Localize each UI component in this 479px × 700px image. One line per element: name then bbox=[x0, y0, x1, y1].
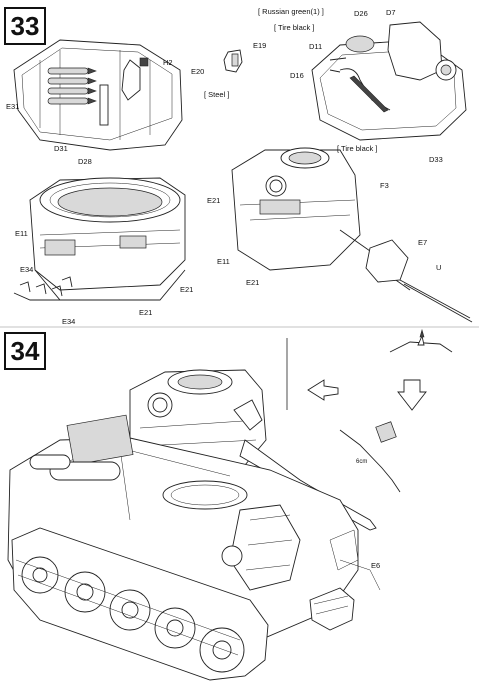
arrow-left bbox=[307, 379, 339, 401]
small-hooks-e34 bbox=[13, 276, 73, 301]
turret-ring-assembly bbox=[29, 177, 186, 301]
part-label-d11: D11 bbox=[309, 42, 323, 51]
tow-cable-lines bbox=[339, 559, 381, 591]
part-label-e34-b: E34 bbox=[62, 317, 76, 326]
part-label-e11-b: E11 bbox=[15, 229, 28, 238]
part-label-d31: D31 bbox=[54, 144, 68, 153]
part-label-d26: D26 bbox=[354, 9, 368, 18]
part-label-e20: E20 bbox=[191, 67, 205, 76]
step-number-34: 34 bbox=[4, 332, 46, 370]
part-label-e7: E7 bbox=[418, 238, 428, 247]
hull-cover-interior bbox=[13, 39, 183, 151]
inset-hook-detail bbox=[339, 328, 453, 493]
turret-rear-detail bbox=[311, 21, 467, 141]
part-label-e21-b: E21 bbox=[246, 278, 260, 287]
part-label-e19: E19 bbox=[253, 41, 267, 50]
part-label-e31: E31 bbox=[6, 102, 20, 111]
part-label-e34-a: E34 bbox=[20, 265, 34, 274]
paint-note-russian-green: [ Russian green(1) ] bbox=[258, 7, 324, 16]
paint-note-tire-black-mid: [ Tire black ] bbox=[337, 144, 378, 153]
turret-side-assembly bbox=[231, 147, 473, 323]
dimension-label: 6cm bbox=[356, 459, 368, 465]
part-label-u: U bbox=[436, 263, 442, 272]
part-label-h2: H2 bbox=[163, 58, 173, 67]
part-label-e21-d: E21 bbox=[139, 308, 153, 317]
part-label-d28: D28 bbox=[78, 157, 92, 166]
part-label-d16: D16 bbox=[290, 71, 304, 80]
part-label-d7: D7 bbox=[386, 8, 396, 17]
part-label-e11-a: E11 bbox=[217, 257, 230, 266]
tank-track bbox=[11, 527, 355, 681]
periscope-part bbox=[223, 49, 243, 73]
part-label-f3: F3 bbox=[380, 181, 389, 190]
paint-note-steel: [ Steel ] bbox=[204, 90, 230, 99]
arrow-down bbox=[397, 379, 427, 411]
step-number-33: 33 bbox=[4, 7, 46, 45]
part-label-e21-c: E21 bbox=[180, 285, 194, 294]
part-label-d33: D33 bbox=[429, 155, 443, 164]
paint-note-tire-black-top: [ Tire black ] bbox=[274, 23, 315, 32]
part-label-e6: E6 bbox=[371, 561, 381, 570]
tank-turret bbox=[129, 369, 377, 531]
part-label-e21-a: E21 bbox=[207, 196, 221, 205]
